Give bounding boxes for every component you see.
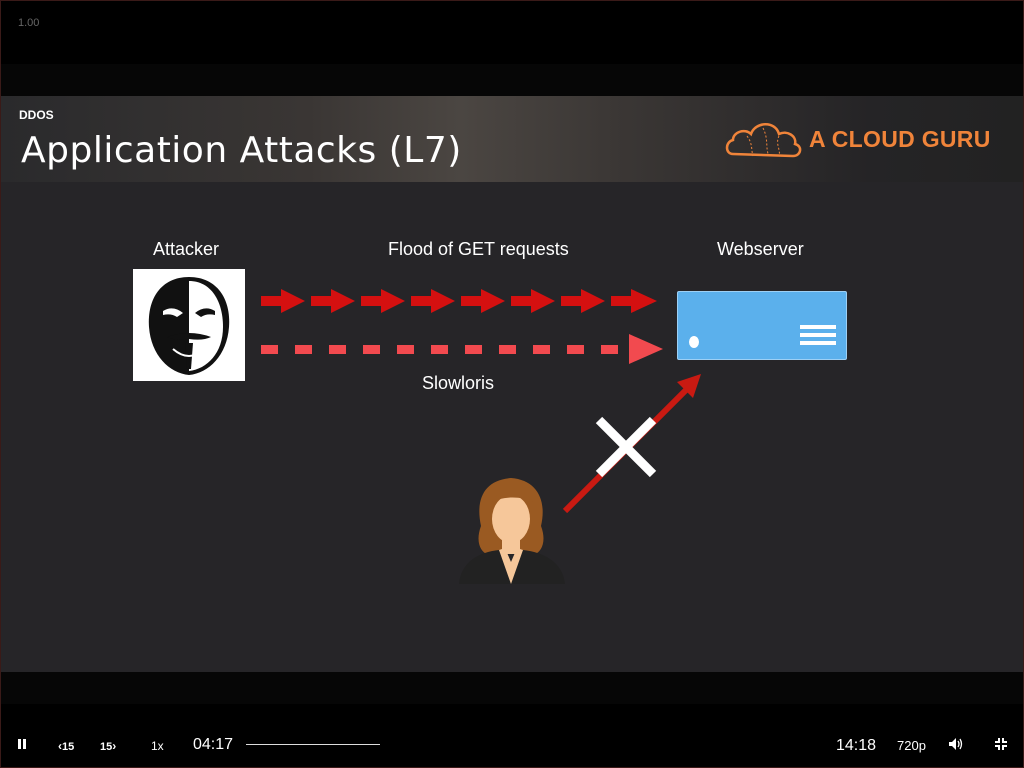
- slide-header: DDOS Application Attacks (L7) A CLOUD GU…: [1, 96, 1023, 182]
- rewind-15-icon: ‹: [58, 739, 62, 753]
- playback-speed-readout: 1.00: [18, 17, 40, 29]
- brand-logo: A CLOUD GURU: [723, 118, 1003, 162]
- forward-15-icon: ›: [112, 739, 117, 753]
- current-time: 04:17: [193, 736, 234, 753]
- exit-fullscreen-icon: [995, 738, 1007, 750]
- slide: DDOS Application Attacks (L7) A CLOUD GU…: [1, 96, 1023, 672]
- slowloris-label: Slowloris: [422, 373, 495, 393]
- forward-15-label: 15: [100, 741, 113, 753]
- flood-label: Flood of GET requests: [388, 239, 569, 259]
- diagram: [261, 289, 701, 584]
- letterbox-bottom: [1, 672, 1023, 704]
- volume-icon: [949, 738, 963, 750]
- quality-button[interactable]: 720p: [897, 738, 926, 753]
- slowloris-arrow: [261, 334, 663, 364]
- slide-title: Application Attacks (L7): [21, 130, 462, 171]
- section-label: DDOS: [19, 108, 54, 122]
- rewind-15-label: 15: [62, 741, 75, 753]
- letterbox-top: [1, 64, 1023, 96]
- player-controls: ‹15 15› 1x 04:17 14:18 720p: [0, 722, 1024, 768]
- webserver-label: Webserver: [717, 239, 804, 259]
- progress-bar[interactable]: [246, 744, 380, 745]
- webserver-icon: [677, 291, 847, 360]
- brand-name: A CLOUD GURU: [809, 126, 991, 152]
- rewind-15-button[interactable]: ‹15: [58, 739, 74, 753]
- blocked-x-icon: [595, 416, 657, 478]
- duration: 14:18: [836, 737, 877, 754]
- pause-button[interactable]: [16, 738, 28, 753]
- user-avatar-icon: [459, 478, 565, 584]
- forward-15-button[interactable]: 15›: [100, 739, 116, 753]
- cloud-logo-icon: [725, 123, 802, 158]
- pause-icon: [18, 739, 26, 749]
- flood-arrows: [261, 289, 657, 313]
- attacker-label: Attacker: [153, 239, 220, 259]
- anonymous-mask-icon: [133, 269, 245, 381]
- playback-rate-button[interactable]: 1x: [151, 739, 164, 753]
- exit-fullscreen-button[interactable]: [994, 737, 1008, 754]
- volume-button[interactable]: [948, 737, 964, 754]
